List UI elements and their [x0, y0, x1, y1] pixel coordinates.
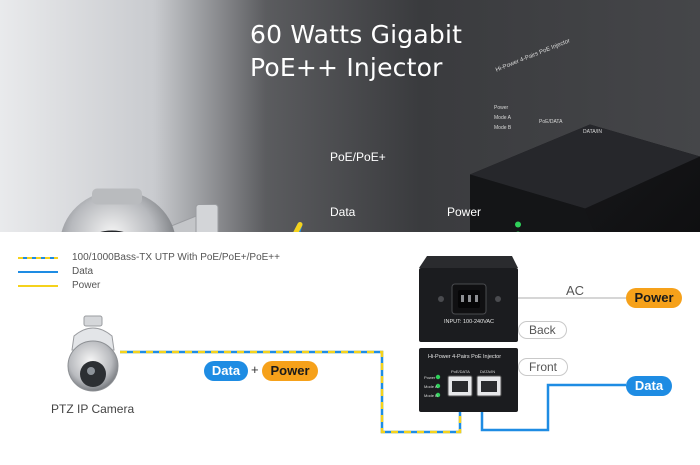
hero-graphics [61, 124, 700, 232]
ac-label: AC [566, 283, 585, 298]
ac-inlet-icon [438, 283, 501, 315]
device-front-top-label: Hi-Power 4-Pairs PoE Injector [428, 354, 502, 360]
rj45-port-icon [447, 375, 502, 397]
hero-led-icon [515, 221, 521, 232]
data-pill: Data [626, 376, 672, 396]
power-pill: Power [626, 288, 682, 308]
hero-panel: 60 Watts Gigabit PoE++ Injector PoE/PoE+… [0, 0, 700, 232]
device-input-label: INPUT: 100-240VAC [444, 319, 495, 325]
device-led-label-3: Mode B [424, 393, 438, 398]
device-led-label-2: Mode A [424, 384, 438, 389]
injector-back-view [419, 256, 518, 342]
injector-front-view [419, 348, 518, 412]
hero-port-right-label: DATA/IN [583, 129, 602, 135]
hero-legend-power-label: Power [447, 205, 482, 219]
legend-lines [18, 257, 58, 287]
hero-title-line1: 60 Watts Gigabit [250, 20, 463, 49]
data-cable [480, 383, 626, 432]
hero-cable-label: PoE/PoE+ [330, 150, 386, 164]
ptz-camera-icon [67, 315, 119, 392]
poe-cable [120, 350, 462, 434]
combo-data-pill: Data [204, 361, 248, 381]
device-led-label-1: Power [424, 375, 436, 380]
hero-injector-device [470, 124, 700, 232]
hero-title-line2: PoE++ Injector [250, 53, 443, 82]
hero-port-left-label: PoE/DATA [539, 119, 563, 125]
device-port-left-label: PoE/DATA [451, 369, 470, 374]
hero-led-label-2: Mode A [494, 115, 511, 121]
device-port-right-label: DATA/IN [480, 369, 496, 374]
legend-item-power: Power [72, 280, 101, 291]
legend-item-cable: 100/1000Bass-TX UTP With PoE/PoE+/PoE++ [72, 252, 280, 263]
back-label: Back [518, 321, 567, 339]
combo-power-pill: Power [262, 361, 318, 381]
hero-title: 60 Watts Gigabit PoE++ Injector [250, 18, 462, 84]
front-label: Front [518, 358, 569, 376]
combo-plus: + [251, 362, 259, 377]
hero-led-label-1: Power [494, 105, 509, 111]
hero-camera-icon [61, 188, 219, 232]
camera-label: PTZ IP Camera [51, 402, 135, 416]
hero-legend-data-label: Data [330, 205, 356, 219]
legend-item-data: Data [72, 266, 94, 277]
led-icon [435, 374, 441, 398]
hero-led-label-3: Mode B [494, 125, 512, 131]
